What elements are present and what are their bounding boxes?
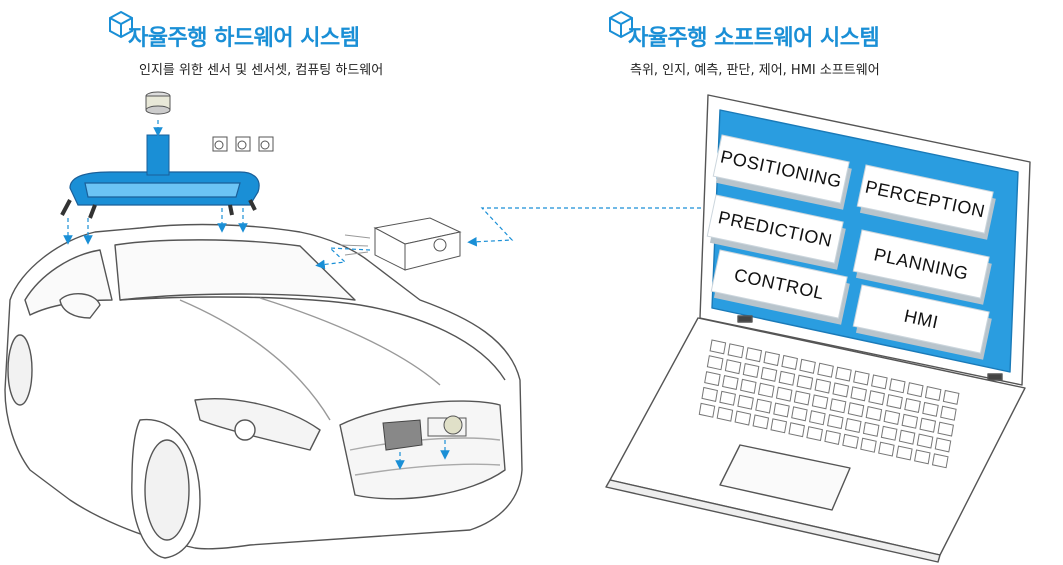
lidar-sensor-icon xyxy=(145,91,171,115)
keyboard-key xyxy=(734,410,752,426)
module-tile-hmi: HMI xyxy=(852,284,992,360)
keyboard-key xyxy=(755,398,772,414)
keyboard-key xyxy=(860,437,877,453)
keyboard-key xyxy=(871,374,888,390)
keyboard-key xyxy=(878,441,895,457)
keyboard-key xyxy=(842,433,859,449)
module-tile-control: CONTROL xyxy=(710,249,850,325)
keyboard-key xyxy=(844,418,862,433)
keyboard-key xyxy=(914,449,931,465)
keyboard-key xyxy=(934,437,952,453)
keyboard-key xyxy=(724,359,742,375)
keyboard-key xyxy=(752,414,770,430)
keyboard-key xyxy=(896,445,913,461)
keyboard-key xyxy=(880,425,898,441)
keyboard-key xyxy=(824,430,841,446)
module-tile-planning: PLANNING xyxy=(852,229,992,305)
keyboard-key xyxy=(701,386,718,403)
keyboard-key xyxy=(727,343,745,359)
keyboard-key xyxy=(817,362,834,378)
keyboard-key xyxy=(775,386,793,402)
keyboard-key xyxy=(889,378,906,394)
keyboard-key xyxy=(901,413,919,429)
camera-sensors-icon xyxy=(212,136,274,152)
keyboard-key xyxy=(850,386,867,402)
keyboard-key xyxy=(698,402,716,418)
keyboard-key xyxy=(757,382,775,398)
keyboard-key xyxy=(791,406,808,422)
hardware-title: 자율주행 하드웨어 시스템 xyxy=(128,26,360,51)
lidar-mast xyxy=(146,134,170,176)
keyboard-key xyxy=(829,398,847,414)
keyboard-key xyxy=(760,366,778,382)
software-title: 자율주행 소프트웨어 시스템 xyxy=(628,26,880,51)
keyboard-key xyxy=(853,370,870,386)
keyboard-key xyxy=(806,426,823,442)
keyboard-key xyxy=(788,422,805,438)
keyboard-key xyxy=(865,405,883,422)
keyboard-key xyxy=(883,409,901,426)
keyboard-key xyxy=(719,390,736,406)
keyboard-key xyxy=(868,390,885,406)
keyboard-key xyxy=(716,406,734,422)
keyboard-key xyxy=(704,371,721,387)
keyboard-key xyxy=(827,414,844,430)
keyboard-key xyxy=(916,433,934,449)
cube-icon xyxy=(109,10,133,39)
keyboard-key xyxy=(904,398,921,413)
module-tile-perception: PERCEPTION xyxy=(856,164,996,240)
keyboard-key xyxy=(814,378,832,394)
computing-unit-icon xyxy=(373,217,462,271)
keyboard-key xyxy=(940,405,957,421)
car xyxy=(4,223,523,559)
keyboard-key xyxy=(937,421,954,437)
keyboard-key xyxy=(886,394,903,410)
cube-icon xyxy=(609,10,633,39)
keyboard-key xyxy=(778,370,796,386)
module-tile-positioning: POSITIONING xyxy=(712,134,852,210)
keyboard-key xyxy=(737,394,754,410)
keyboard-key xyxy=(745,347,763,363)
lidar-rack xyxy=(60,171,260,219)
keyboard-key xyxy=(742,363,760,378)
keyboard-key xyxy=(906,382,924,398)
front-radar-icon xyxy=(382,419,423,451)
keyboard-key xyxy=(781,354,798,371)
keyboard-key xyxy=(740,378,757,394)
keyboard-key xyxy=(898,429,916,445)
keyboard-key xyxy=(847,402,865,418)
hardware-subtitle: 인지를 위한 센서 및 센서셋, 컴퓨팅 하드웨어 xyxy=(139,63,384,78)
keyboard-key xyxy=(763,351,780,367)
keyboard-key xyxy=(931,453,949,469)
keyboard-key xyxy=(862,421,880,437)
keyboard-key xyxy=(773,402,790,418)
keyboard xyxy=(698,339,960,469)
keyboard-key xyxy=(799,358,816,374)
keyboard-key xyxy=(922,401,939,417)
keyboard-key xyxy=(942,389,960,405)
keyboard-key xyxy=(835,366,852,382)
keyboard-key xyxy=(832,382,850,398)
keyboard-key xyxy=(722,375,739,390)
keyboard-key xyxy=(796,374,814,390)
keyboard-key xyxy=(706,355,724,371)
software-subtitle: 측위, 인지, 예측, 판단, 제어, HMI 소프트웨어 xyxy=(630,63,880,78)
keyboard-key xyxy=(811,394,829,410)
front-lidar-icon xyxy=(427,415,467,437)
keyboard-key xyxy=(809,410,826,426)
keyboard-key xyxy=(924,385,942,401)
keyboard-key xyxy=(793,390,811,406)
keyboard-key xyxy=(709,339,727,355)
keyboard-key xyxy=(770,418,788,434)
keyboard-key xyxy=(919,417,937,433)
